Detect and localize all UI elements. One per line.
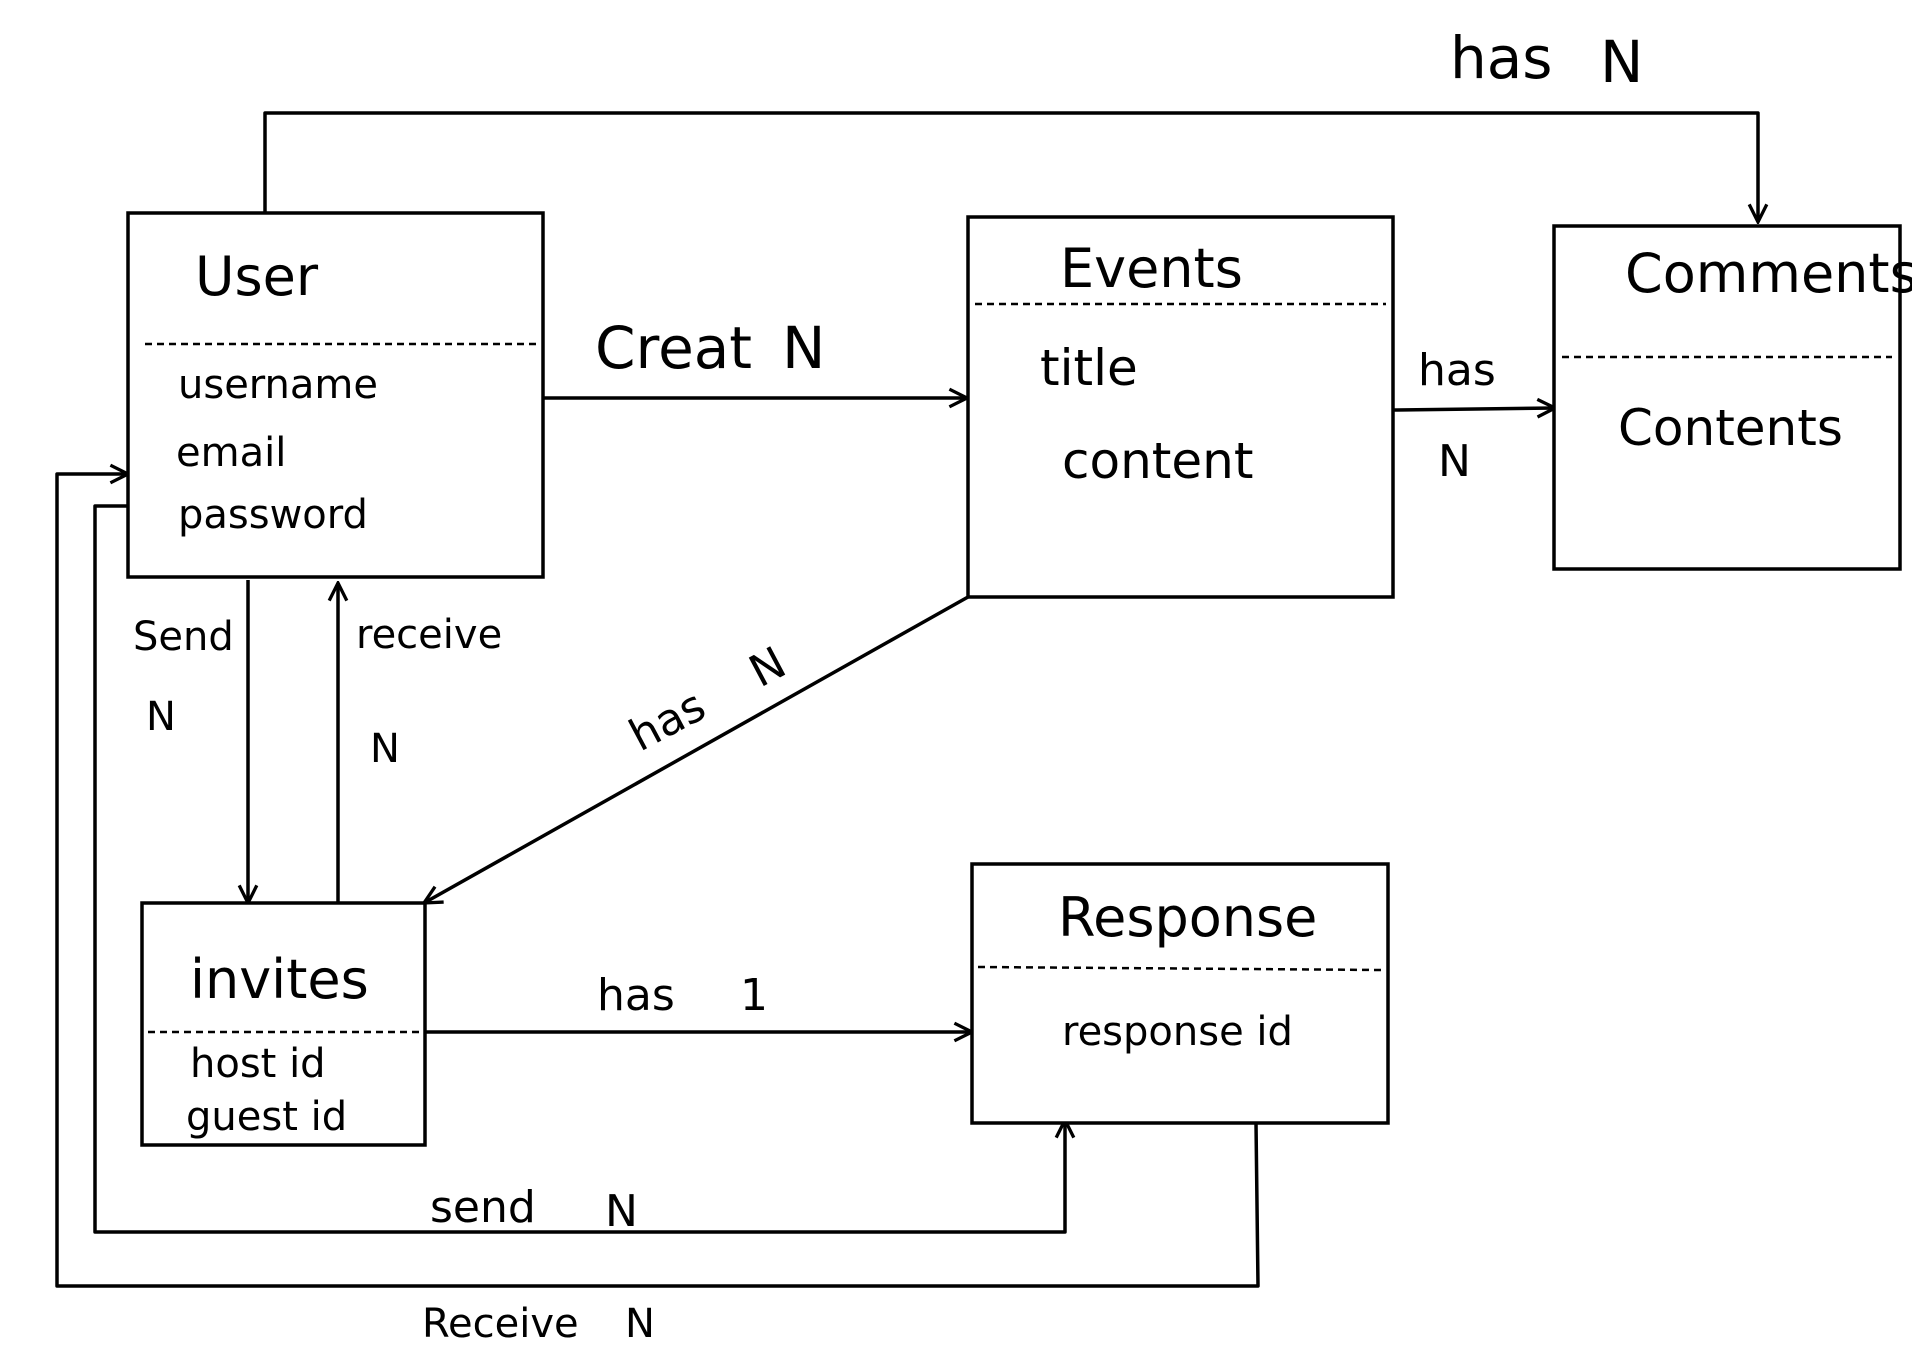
entity-response-attr: response id: [1062, 1009, 1293, 1055]
entity-comments: Comments Contents: [1552, 224, 1912, 571]
label-events-comments-verb: has: [1418, 345, 1496, 396]
label-user-response-send-verb: send: [430, 1182, 536, 1233]
entity-events-title: Events: [1060, 237, 1243, 300]
entity-invites: invites host id guest id: [140, 901, 427, 1147]
entity-events: Events title content: [966, 215, 1395, 599]
label-invites-response-cardinality: 1: [740, 970, 768, 1021]
entity-invites-attr: guest id: [186, 1094, 347, 1140]
label-invites-user-receive-cardinality: N: [370, 726, 400, 772]
label-invites-user-receive-verb: receive: [356, 612, 502, 658]
entity-user: User username email password: [126, 211, 545, 579]
label-user-comments-cardinality: N: [1600, 28, 1643, 96]
entity-response-title: Response: [1058, 886, 1317, 949]
edge-user-comments: [263, 111, 1758, 222]
label-user-comments-verb: has: [1450, 24, 1553, 92]
entity-user-title: User: [195, 245, 319, 308]
label-user-events-cardinality: N: [782, 314, 825, 382]
label-user-response-send-cardinality: N: [605, 1186, 638, 1237]
entity-events-attr: content: [1062, 432, 1253, 490]
entity-user-attr: username: [178, 362, 378, 408]
entity-invites-attr: host id: [190, 1041, 326, 1087]
edge-response-user-receive: [55, 474, 1260, 1288]
label-events-invites-cardinality: N: [741, 637, 794, 697]
entity-response: Response response id: [970, 862, 1390, 1125]
entity-user-attr: password: [178, 492, 368, 538]
label-response-user-receive-cardinality: N: [625, 1301, 655, 1347]
entity-comments-title: Comments: [1625, 242, 1912, 305]
label-invites-response-verb: has: [597, 970, 675, 1021]
label-events-comments-cardinality: N: [1438, 436, 1471, 487]
label-response-user-receive-verb: Receive: [422, 1301, 579, 1347]
label-user-invites-send-cardinality: N: [146, 694, 176, 740]
edge-events-invites: [424, 595, 969, 903]
label-user-events-verb: Creat: [595, 314, 752, 382]
entity-events-attr: title: [1040, 339, 1138, 397]
label-user-invites-send-verb: Send: [133, 614, 234, 660]
edge-events-comments: [1392, 408, 1555, 410]
entity-invites-title: invites: [190, 948, 369, 1011]
entity-user-attr: email: [176, 430, 286, 476]
entity-comments-attr: Contents: [1618, 399, 1843, 457]
edge-user-response-send: [93, 504, 1065, 1234]
